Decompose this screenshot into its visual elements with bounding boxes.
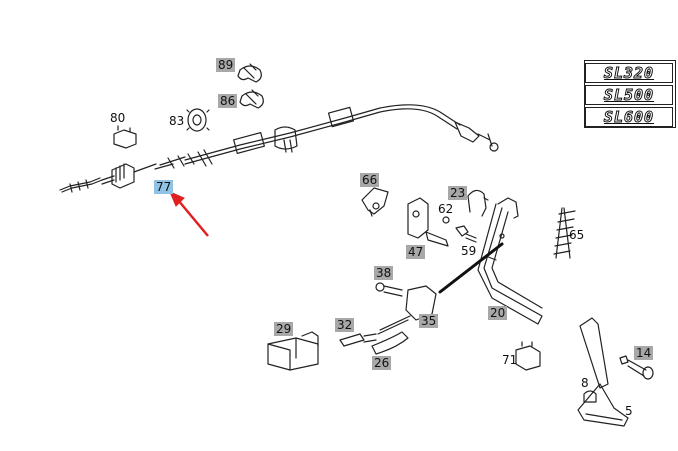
part-80-clip xyxy=(113,125,137,149)
accelerator-cable xyxy=(154,104,499,170)
part-59-bolt xyxy=(455,225,477,243)
callout-5[interactable]: 5 xyxy=(625,404,633,418)
callout-29[interactable]: 29 xyxy=(274,322,294,336)
part-29-module xyxy=(267,331,319,371)
callout-47[interactable]: 47 xyxy=(406,245,426,259)
part-20-pedal-arm xyxy=(477,197,543,325)
callout-80[interactable]: 80 xyxy=(110,111,126,125)
callout-35[interactable]: 35 xyxy=(419,314,439,328)
callout-77[interactable]: 77 xyxy=(154,180,174,194)
part-62-washer xyxy=(442,216,450,224)
callout-71[interactable]: 71 xyxy=(502,353,518,367)
pointer-arrow xyxy=(169,191,209,237)
part-32-connector xyxy=(339,333,377,347)
part-66-bracket xyxy=(361,187,389,217)
part-89-clip xyxy=(237,63,262,83)
callout-65[interactable]: 65 xyxy=(569,228,585,242)
link-cable xyxy=(438,242,504,294)
callout-38[interactable]: 38 xyxy=(374,266,394,280)
callout-59[interactable]: 59 xyxy=(461,244,477,258)
callout-89[interactable]: 89 xyxy=(216,58,236,72)
part-65-spring xyxy=(553,207,576,259)
part-86-clip xyxy=(239,89,264,109)
part-23-holder xyxy=(467,189,489,217)
callout-83[interactable]: 83 xyxy=(169,114,185,128)
part-brake-pedal xyxy=(577,317,629,427)
callout-26[interactable]: 26 xyxy=(372,356,392,370)
badge-sl600: SL600 xyxy=(585,107,673,127)
callout-14[interactable]: 14 xyxy=(634,346,654,360)
part-47-bracket xyxy=(407,197,449,247)
part-38-bolt xyxy=(375,282,403,297)
callout-32[interactable]: 32 xyxy=(335,318,355,332)
badge-sl500: SL500 xyxy=(585,85,673,105)
part-71-switch xyxy=(515,341,541,371)
part-83-grommet xyxy=(186,108,210,132)
callout-20[interactable]: 20 xyxy=(488,306,508,320)
part-14-bolt xyxy=(619,355,654,380)
callout-66[interactable]: 66 xyxy=(360,173,380,187)
part-26-hose xyxy=(371,331,409,355)
badge-sl320: SL320 xyxy=(585,63,673,83)
callout-86[interactable]: 86 xyxy=(218,94,238,108)
callout-8[interactable]: 8 xyxy=(581,376,589,390)
cable-end-left xyxy=(59,163,157,193)
callout-62[interactable]: 62 xyxy=(438,202,454,216)
callout-23[interactable]: 23 xyxy=(448,186,468,200)
model-badge-frame xyxy=(584,60,676,128)
